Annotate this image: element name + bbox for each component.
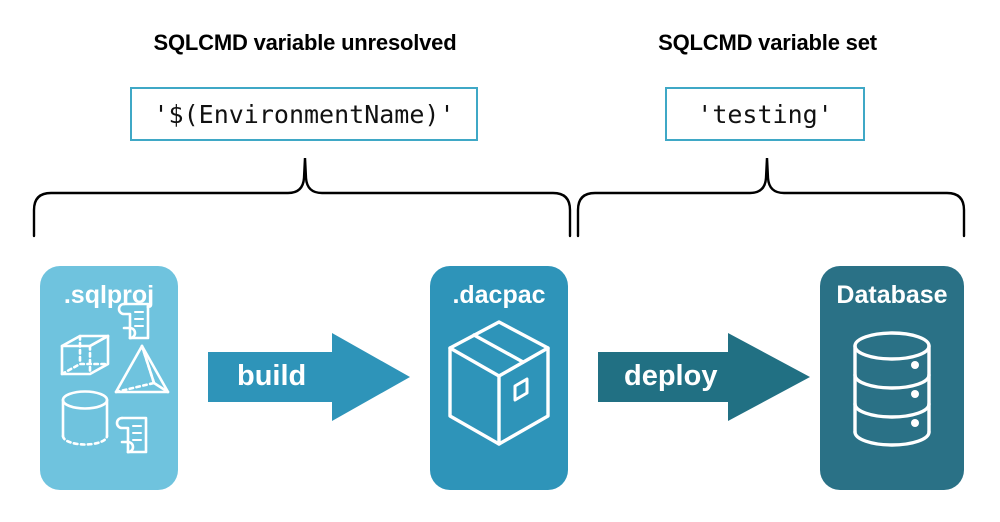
- code-box-left: '$(EnvironmentName)': [130, 87, 478, 141]
- package-box-icon: [448, 320, 550, 446]
- build-arrow-shape: [208, 333, 410, 421]
- stage-label-dacpac: .dacpac: [452, 281, 546, 309]
- section-title-right: SQLCMD variable set: [658, 30, 877, 55]
- code-text-left: '$(EnvironmentName)': [153, 99, 455, 129]
- arrow-label-build: build: [237, 360, 307, 392]
- scroll-icon: [117, 302, 150, 340]
- arrow-deploy: deploy: [598, 333, 810, 421]
- dacpac-artwork: [448, 320, 550, 446]
- code-box-right: 'testing': [665, 87, 865, 141]
- brace-right: [576, 157, 966, 238]
- database-cylinder-icon: [853, 331, 931, 447]
- cylinder-icon: [61, 390, 109, 446]
- sqlproj-artwork: [60, 302, 170, 454]
- arrow-label-deploy: deploy: [624, 360, 718, 392]
- arrow-build: build: [208, 333, 410, 421]
- stage-box-sqlproj: .sqlproj: [40, 266, 178, 490]
- deploy-arrow-shape: [598, 333, 810, 421]
- scroll-icon: [115, 416, 148, 454]
- stage-box-database: Database: [820, 266, 964, 490]
- database-artwork: [853, 331, 931, 447]
- stage-label-database: Database: [836, 281, 948, 309]
- brace-left: [32, 157, 572, 238]
- pyramid-icon: [114, 344, 170, 394]
- section-title-left: SQLCMD variable unresolved: [153, 30, 457, 55]
- code-text-right: 'testing': [697, 99, 833, 129]
- database-status-dots: [911, 361, 919, 427]
- cube-icon: [60, 334, 110, 376]
- stage-box-dacpac: .dacpac: [430, 266, 568, 490]
